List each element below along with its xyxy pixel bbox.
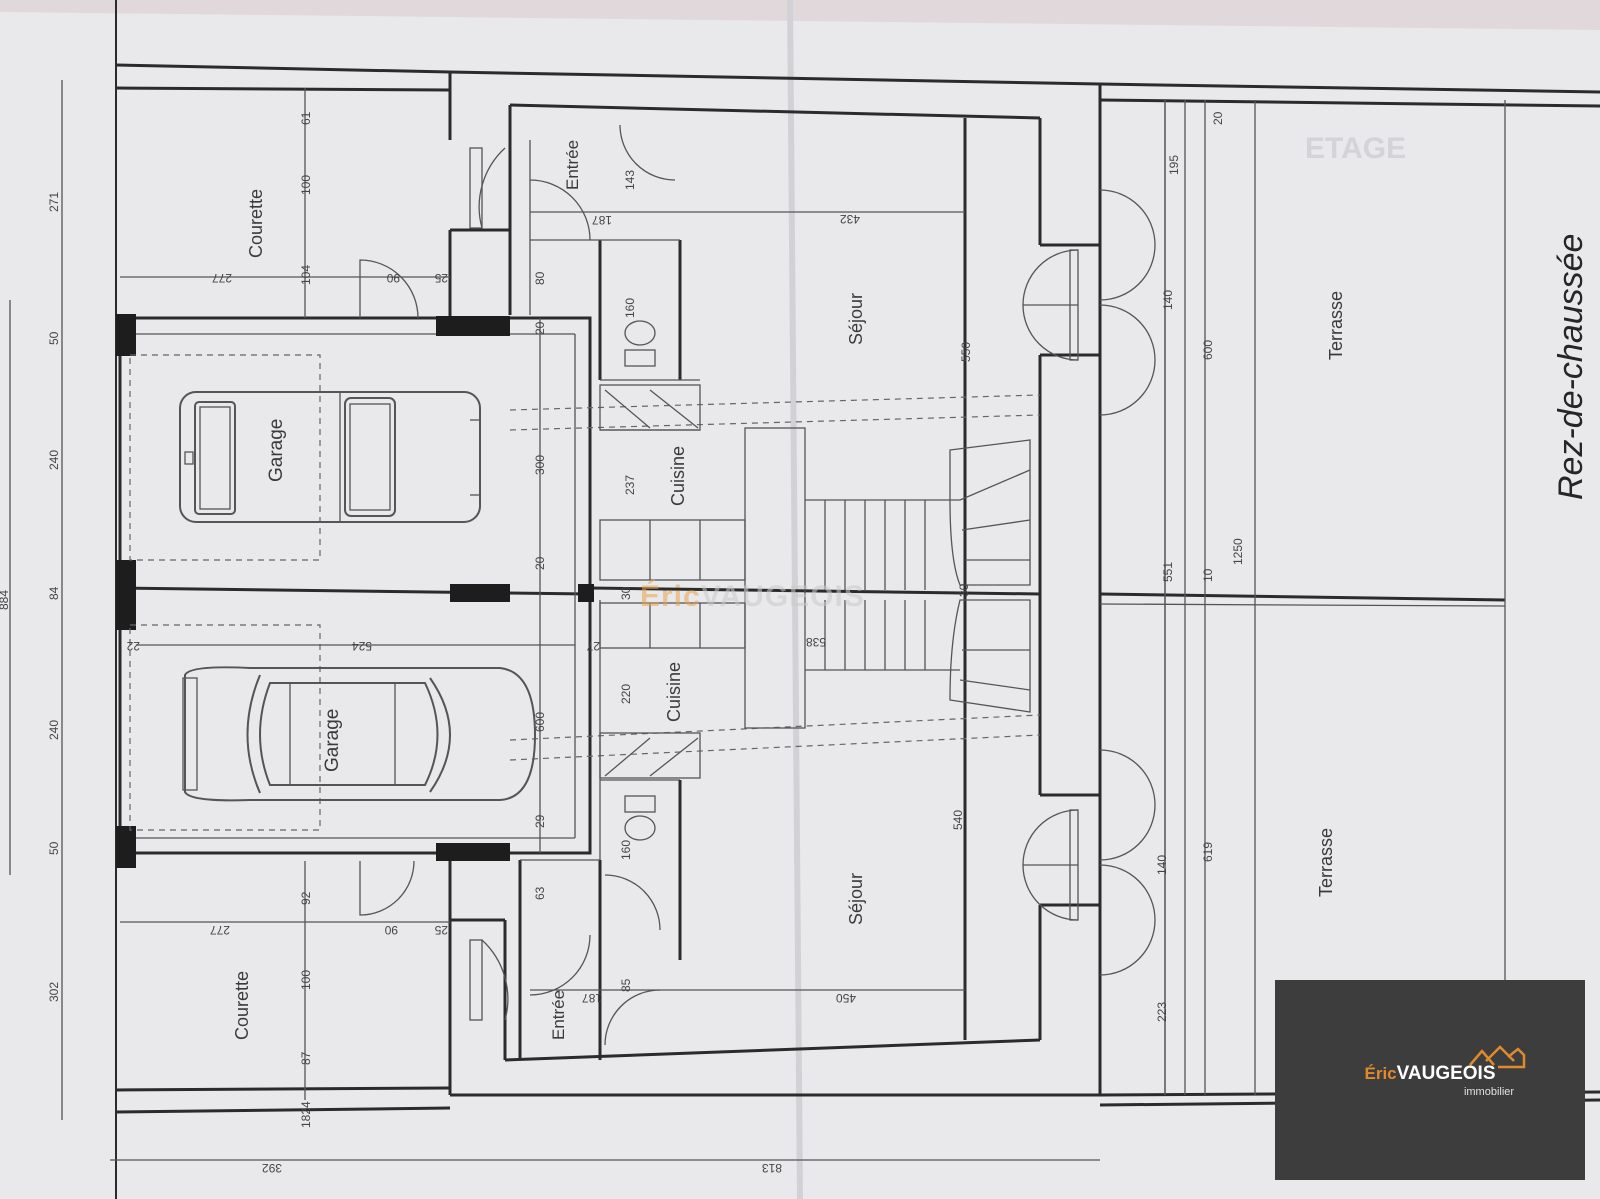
toilet-icons [624,320,656,841]
house-roof-icon [1468,1044,1525,1068]
label-courette-bottom: Courette [232,971,252,1040]
terrace-doors [1022,189,1156,976]
label-cuisine-top: Cuisine [668,446,688,506]
watermark-first: Éric [640,580,701,613]
dim-22: 22 [126,639,140,653]
dim-140-b: 140 [1155,855,1169,875]
paper-edge [0,0,1600,30]
dim-61: 61 [299,111,313,125]
logo-first-name: Éric [1364,1063,1397,1083]
dimension-labels: 271 50 240 84 240 50 302 884 61 100 104 … [0,111,1245,1175]
dim-540: 540 [951,810,965,830]
car-van-icon [179,391,481,523]
room-labels: Courette Courette Garage Garage Entrée E… [232,132,1590,1040]
dim-619: 619 [1201,842,1215,862]
dim-87: 87 [299,1051,313,1065]
dim-20-b: 20 [533,556,547,570]
logo-last-name: VAUGEOIS [1396,1062,1496,1084]
dim-277-b: 277 [210,923,230,937]
dim-195: 195 [1167,155,1181,175]
dim-1250: 1250 [1231,538,1245,565]
dim-223: 223 [1155,1002,1169,1022]
dim-29: 29 [533,814,547,828]
dim-300: 300 [533,455,547,475]
dim-450: 450 [836,991,856,1005]
watermark: ÉricVAUGEOIS [640,580,865,614]
dim-25-b: 25 [434,923,448,937]
dim-92: 92 [299,891,313,905]
label-cuisine-bottom: Cuisine [664,662,684,722]
dim-25-a: 25 [434,271,448,285]
dim-143: 143 [623,170,637,190]
dim-538: 538 [806,635,826,649]
dimension-lines [9,80,1166,1161]
kitchen-counters [599,384,746,779]
staircase [744,427,1031,729]
watermark-last: VAUGEOIS [700,580,865,613]
dim-100-b: 100 [299,970,313,990]
dim-90-a: 90 [386,271,400,285]
dim-160-a: 160 [623,298,637,318]
dim-84: 84 [47,586,61,600]
door-swings [359,124,676,1046]
dim-27: 27 [586,639,600,653]
dim-392: 392 [262,1161,282,1175]
dim-524: 524 [352,639,372,653]
dim-80: 80 [533,271,547,285]
car-sedan-icon [182,666,537,802]
dim-187-a: 187 [592,213,612,227]
dim-104: 104 [299,265,313,285]
label-garage-top: Garage [266,419,287,482]
dim-50-a: 50 [47,331,61,345]
dashed-lines [129,354,1041,831]
walls [115,0,1600,1199]
dim-271: 271 [47,192,61,212]
dim-20-a: 20 [533,321,547,335]
dim-50-b: 50 [47,841,61,855]
label-garage-bottom: Garage [322,709,343,772]
dim-277-a: 277 [212,271,232,285]
dim-20-c: 20 [1211,111,1225,125]
label-entree-top: Entrée [563,140,582,190]
label-etage: ETAGE [1305,132,1406,165]
dim-600-b: 600 [1201,340,1215,360]
dim-10: 10 [1201,568,1215,582]
dim-187-b: 187 [582,991,602,1005]
label-terrasse-top: Terrasse [1326,291,1346,360]
dim-90-b: 90 [384,923,398,937]
dim-884: 884 [0,590,11,610]
label-sejour-top: Séjour [846,293,866,345]
dim-240-a: 240 [47,450,61,470]
dim-30-a: 30 [619,586,633,600]
dim-30-b: 30 [957,583,971,597]
label-courette-top: Courette [246,189,266,258]
logo-tagline: immobilier [1463,1085,1515,1098]
dim-85: 85 [619,978,633,992]
dim-63: 63 [533,886,547,900]
dim-240-b: 240 [47,720,61,740]
dim-100-a: 100 [299,175,313,195]
dim-160-b: 160 [619,840,633,860]
label-entree-bottom: Entrée [549,990,568,1040]
dim-302: 302 [47,982,61,1002]
dim-600: 600 [533,712,547,732]
plan-title: Rez-de-chaussée [1552,234,1590,500]
wall-blocks [116,314,594,868]
dim-237: 237 [623,475,637,495]
dim-813: 813 [762,1161,782,1175]
paper-fold [787,0,803,1199]
dim-551: 551 [1161,562,1175,582]
label-sejour-bottom: Séjour [846,873,866,925]
dim-1824: 1824 [299,1101,313,1128]
dim-220: 220 [619,684,633,704]
dim-432: 432 [840,212,860,226]
dim-550: 550 [959,342,973,362]
dim-140-a: 140 [1161,290,1175,310]
label-terrasse-bottom: Terrasse [1316,828,1336,897]
